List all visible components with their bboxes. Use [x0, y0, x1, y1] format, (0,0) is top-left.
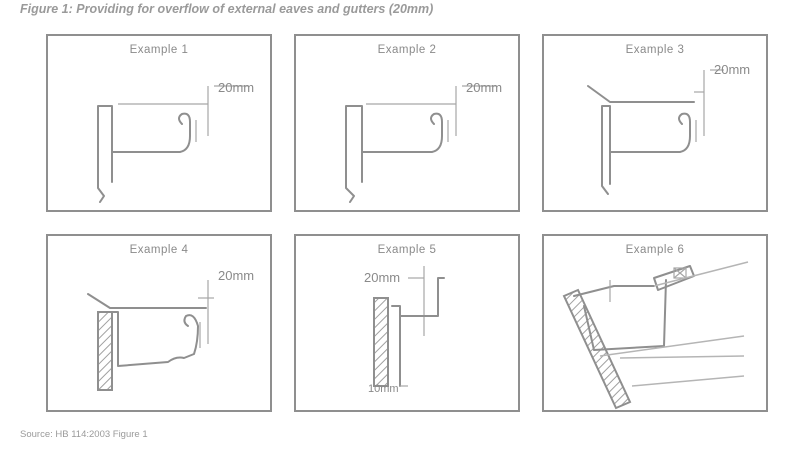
example-3-label: Example 3 — [625, 44, 685, 56]
example-4-label: Example 4 — [129, 244, 189, 256]
box-gutter-profile — [583, 279, 667, 351]
example-2-label: Example 2 — [377, 44, 437, 56]
cross-box — [673, 267, 687, 279]
example-2-panel: Example 2 20mm — [294, 34, 520, 212]
fascia-board-hatched — [373, 297, 389, 387]
example-6-label: Example 6 — [625, 244, 685, 256]
fascia-board-hatched — [97, 311, 113, 391]
dimension-20mm: 20mm — [364, 270, 400, 285]
ceiling-line-3 — [619, 355, 745, 359]
dimension-20mm: 20mm — [714, 62, 750, 77]
example-6-panel: Example 6 — [542, 234, 768, 412]
gutter-profile — [111, 112, 191, 153]
dimension-20mm: 20mm — [218, 268, 254, 283]
roof-sheet — [587, 85, 695, 103]
fascia-board — [97, 105, 113, 203]
gutter-lip — [573, 285, 655, 297]
figure-title: Figure 1: Providing for overflow of exte… — [20, 2, 434, 16]
example-1-label: Example 1 — [129, 44, 189, 56]
example-4-panel: Example 4 20mm — [46, 234, 272, 412]
example-4-drawing: 20mm — [87, 268, 254, 391]
example-1-panel: Example 1 20mm — [46, 34, 272, 212]
dimension-20mm: 20mm — [466, 80, 502, 95]
fascia-board — [601, 105, 611, 195]
fascia-board — [345, 105, 363, 203]
roof-line-1 — [653, 261, 749, 287]
example-6-drawing — [562, 261, 749, 410]
ceiling-line-2 — [631, 375, 745, 387]
example-3-drawing: 20mm — [587, 62, 750, 195]
gutter-profile — [111, 311, 199, 367]
example-5-drawing: 20mm 10mm — [364, 266, 445, 395]
example-3-panel: Example 3 20mm — [542, 34, 768, 212]
dimension-20mm: 20mm — [218, 80, 254, 95]
example-1-drawing: 20mm — [97, 80, 254, 203]
figure-source: Source: HB 114:2003 Figure 1 — [20, 429, 148, 440]
example-5-panel: Example 5 20mm 10mm — [294, 234, 520, 412]
ceiling-line-1 — [599, 335, 745, 357]
gutter-profile — [391, 277, 445, 387]
gutter-profile — [361, 112, 443, 153]
gutter-profile — [609, 112, 691, 153]
example-2-drawing: 20mm — [345, 80, 502, 203]
dimension-10mm: 10mm — [368, 383, 399, 395]
roof-sheet — [87, 293, 207, 309]
example-5-label: Example 5 — [377, 244, 437, 256]
